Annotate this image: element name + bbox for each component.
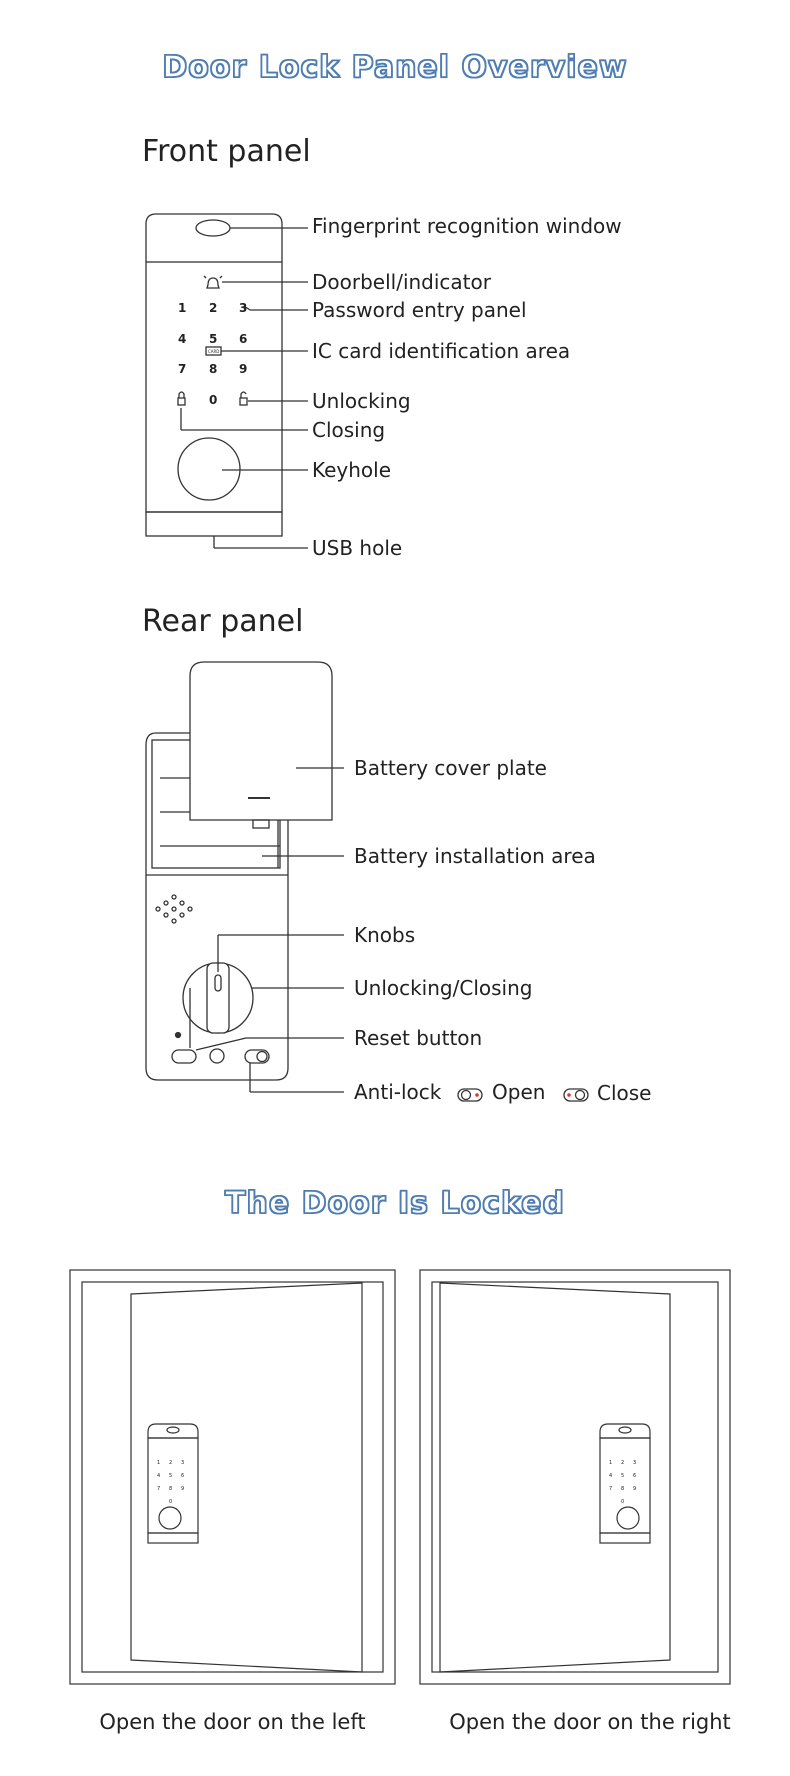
callout-ic-card: IC card identification area [312, 339, 571, 363]
svg-text:6: 6 [181, 1473, 184, 1479]
lens-icon [209, 1048, 225, 1064]
keyhole-icon [177, 437, 241, 501]
knob-indicator [214, 974, 222, 992]
key-7: 7 [178, 362, 186, 376]
speaker-icon [155, 894, 193, 924]
callout-anti-lock: Anti-lock [354, 1080, 442, 1104]
bell-icon [206, 277, 220, 289]
anti-lock-switch-icon [244, 1049, 270, 1064]
battery-cover-plate [189, 661, 333, 821]
svg-text:8: 8 [169, 1486, 172, 1492]
callout-closing: Closing [312, 418, 386, 442]
svg-text:0: 0 [169, 1499, 172, 1505]
locked-title: The Door Is Locked [224, 1185, 565, 1222]
svg-text:2: 2 [169, 1460, 172, 1466]
close-switch-icon [563, 1088, 589, 1102]
callout-doorbell: Doorbell/indicator [312, 270, 491, 294]
svg-text:1: 1 [157, 1460, 160, 1466]
callout-battery-cover: Battery cover plate [354, 756, 547, 780]
knob-grip [206, 962, 230, 1034]
svg-text:9: 9 [633, 1486, 636, 1492]
door-left-keypad: 1 2 3 4 5 6 7 8 9 0 [157, 1460, 184, 1505]
door-left-frame [69, 1269, 396, 1685]
card-mark-label: CARD [208, 349, 219, 354]
door-left-drawing [69, 1269, 396, 1685]
led-dot [174, 1031, 182, 1039]
svg-text:2: 2 [621, 1460, 624, 1466]
svg-text:4: 4 [609, 1473, 612, 1479]
closing-icon [177, 397, 186, 406]
svg-text:5: 5 [169, 1473, 172, 1479]
callout-password: Password entry panel [312, 298, 527, 322]
caption-left-door: Open the door on the left [99, 1710, 366, 1734]
callout-open: Open [492, 1080, 546, 1104]
rear-panel-drawing [145, 661, 589, 1102]
key-6: 6 [239, 332, 247, 346]
svg-text:3: 3 [181, 1460, 184, 1466]
key-3: 3 [239, 301, 247, 315]
callout-keyhole: Keyhole [312, 458, 392, 482]
door-right-frame [419, 1269, 731, 1685]
callout-close: Close [597, 1081, 652, 1105]
key-9: 9 [239, 362, 247, 376]
callout-battery-area: Battery installation area [354, 844, 596, 868]
svg-text:3: 3 [633, 1460, 636, 1466]
door-left-leaf [130, 1282, 363, 1673]
svg-text:6: 6 [633, 1473, 636, 1479]
unlocking-icon [239, 397, 248, 406]
svg-text:1: 1 [609, 1460, 612, 1466]
key-5: 5 [209, 332, 217, 346]
front-body [145, 261, 283, 513]
front-panel-heading: Front panel [142, 134, 311, 169]
callout-usb: USB hole [312, 536, 403, 560]
overview-title: Door Lock Panel Overview [162, 49, 628, 86]
fingerprint-sensor-icon [195, 219, 231, 237]
key-2: 2 [209, 301, 217, 315]
svg-text:5: 5 [621, 1473, 624, 1479]
front-bottom-cap [145, 511, 283, 537]
door-right-keypad: 1 2 3 4 5 6 7 8 9 0 [609, 1460, 636, 1505]
callout-knobs: Knobs [354, 923, 416, 947]
caption-right-door: Open the door on the right [449, 1710, 731, 1734]
callout-unlock-close: Unlocking/Closing [354, 976, 533, 1000]
rear-body [145, 732, 289, 1081]
reset-button-icon [171, 1049, 197, 1064]
front-top-housing [145, 213, 283, 240]
svg-text:0: 0 [621, 1499, 624, 1505]
key-8: 8 [209, 362, 217, 376]
svg-text:4: 4 [157, 1473, 160, 1479]
front-keypad: 1 2 3 4 5 6 7 8 9 0 CARD [178, 301, 247, 407]
callout-unlocking: Unlocking [312, 389, 411, 413]
key-4: 4 [178, 332, 186, 346]
svg-text:8: 8 [621, 1486, 624, 1492]
open-switch-icon [457, 1088, 483, 1102]
door-right-leaf [439, 1282, 671, 1673]
rear-panel-heading: Rear panel [142, 604, 304, 639]
callout-fingerprint: Fingerprint recognition window [312, 214, 622, 238]
callout-reset: Reset button [354, 1026, 483, 1050]
key-0: 0 [209, 393, 217, 407]
key-1: 1 [178, 301, 186, 315]
svg-text:7: 7 [609, 1486, 612, 1492]
front-panel-drawing [145, 213, 308, 549]
door-right-drawing [419, 1269, 731, 1685]
svg-text:7: 7 [157, 1486, 160, 1492]
svg-text:9: 9 [181, 1486, 184, 1492]
